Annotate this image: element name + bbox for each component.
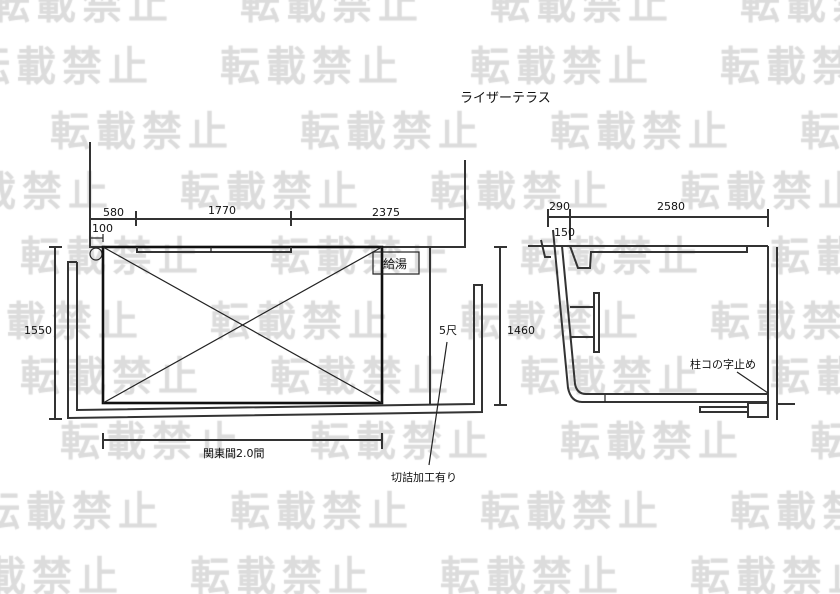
width-label: 関東間2.0間 [203,447,265,460]
rim-profile [569,245,748,269]
bathtub-rect [101,245,384,405]
five-shaku-label: 5尺 [439,324,457,337]
dim-2375: 2375 [372,206,400,219]
tub-inner-profile [561,245,768,395]
post-circle [89,247,103,261]
dim-580: 580 [103,206,124,219]
hot-water-label: 給湯 [383,257,407,271]
outer-frame [67,261,483,420]
handle-grip [593,292,600,353]
inner-bar [136,247,292,253]
diagonal-line [102,246,383,404]
leader-line [428,341,448,466]
dim-1550: 1550 [24,324,52,337]
hot-water-box [372,251,420,275]
leader-line [736,371,769,394]
dim-1460: 1460 [507,324,535,337]
drawing-title: ライザーテラス [460,91,551,106]
base-plate [699,406,749,413]
dim-290: 290 [549,200,570,213]
dim-100: 100 [92,222,113,235]
plan-view: 580 1770 2375 100 給湯 1550 関東間2.0間 5尺 切詰加… [24,142,483,484]
edge-detail [540,239,551,258]
dim-1770: 1770 [208,204,236,217]
dim-2580: 2580 [657,200,685,213]
base-block [747,402,769,418]
post-note: 柱コの字止め [690,357,756,371]
dim-150: 150 [554,226,575,239]
cut-note: 切詰加工有り [391,470,457,484]
section-view: 1460 290 2580 150 柱コの字止め [494,200,795,420]
tub-outer-profile [552,229,768,403]
